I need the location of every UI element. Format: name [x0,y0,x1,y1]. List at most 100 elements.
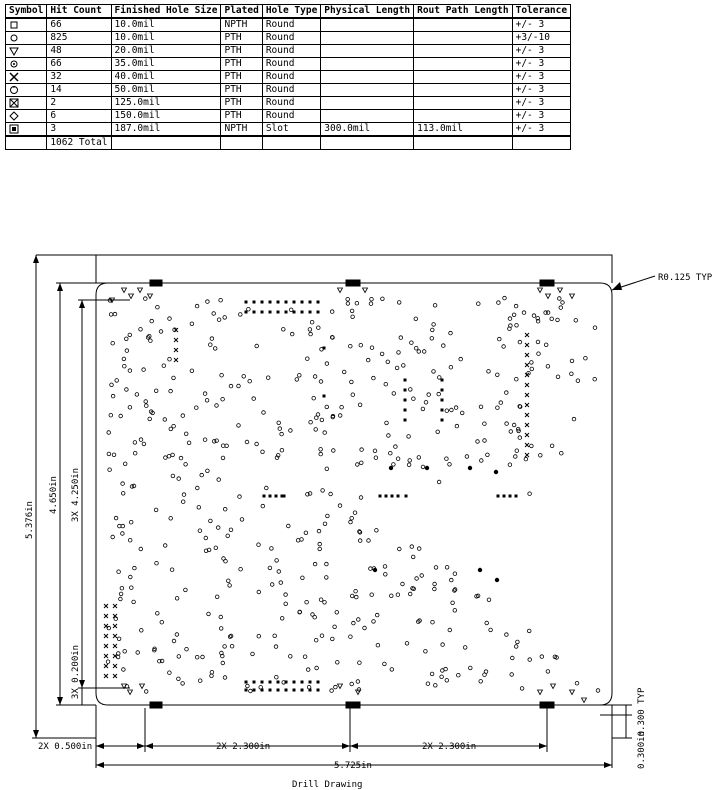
drill-hole-circle [508,323,513,328]
drill-hole-x [524,412,530,418]
drill-hole-square [276,300,280,304]
drill-hole-circle [583,356,588,361]
drill-hole-circle [131,599,136,605]
drill-hole-circle [204,398,210,403]
drill-hole-circle [371,375,376,381]
drill-hole-circle [437,375,442,380]
drill-hole-circle [348,634,353,639]
drill-hole-circle [464,454,470,459]
drill-hole-circle [219,373,224,378]
drill-hole-circle [478,679,483,684]
drill-hole-circle [389,593,394,598]
drill-hole-circle [458,356,463,362]
header-hole-type: Hole Type [261,4,322,19]
drill-hole-circle [300,575,305,580]
drill-hole-circle [495,372,500,377]
drill-hole-circle [485,452,490,457]
drill-hole-circle [436,479,442,485]
drill-hole-circle [478,404,484,409]
drill-hole-circle [416,455,421,460]
drill-hole-circle [239,517,245,522]
drill-hole-square [508,494,512,498]
drill-hole-circle [121,356,127,362]
drill-hole-circle [267,565,273,571]
drill-hole-circle [304,600,309,605]
drill-hole-circle [356,687,362,692]
drill-hole-circle [441,343,446,348]
drill-hole-circle [106,625,111,631]
drill-hole-square [252,688,256,692]
drill-hole-circle [180,681,185,686]
drill-hole-square [440,408,444,412]
drill-hole-circle [571,416,577,422]
drill-hole-circle [375,612,380,618]
drill-hole-circle [181,492,187,497]
drill-hole-square [252,310,256,314]
drill-hole-square [316,310,320,314]
drill-hole-circle [141,441,147,447]
drill-hole-x [112,663,118,669]
drill-hole-circle [338,413,343,418]
drill-hole-circle [120,491,126,496]
drill-hole-circle [316,528,322,534]
drill-hole-circle [318,379,324,384]
drill-hole-circle [393,444,398,449]
slot-bottom-mid [345,701,361,709]
drill-hole-circle [120,531,125,536]
drill-hole-x [524,372,530,378]
drill-hole-circle [342,369,347,375]
drill-hole-square [284,310,288,314]
drill-hole-circle [194,303,200,309]
drill-hole-x [112,613,118,619]
drill-hole-circle [183,587,188,593]
drill-hole-circle [407,458,412,463]
drill-hole-square [284,300,288,304]
drill-hole-circle [110,341,115,346]
drill-hole-circle [307,327,313,332]
drill-hole-circle [314,415,319,420]
drill-hole-circle [214,438,219,443]
drill-hole-circle [127,538,133,543]
drill-hole-circle [349,516,354,521]
drill-hole-circle [246,307,251,312]
drill-hole-square [244,300,248,304]
drill-hole-x [103,653,109,659]
drill-hole-circle [281,327,286,332]
drill-hole-circle [129,484,135,489]
drill-hole-circle [254,441,259,447]
drill-hole-circle [513,454,518,459]
drill-hole-circle [214,594,220,599]
drill-hole-circle [549,316,554,321]
drill-hole-circle [294,377,299,382]
drill-hole-x [112,603,118,609]
drill-hole-circle [205,299,210,304]
drill-hole-circle [274,675,279,680]
drill-hole-large [388,465,394,471]
drill-hole-circle [397,300,402,305]
slot-top-mid [345,279,361,287]
drill-hole-circle [330,335,335,340]
drill-hole-circle [161,363,166,368]
drill-hole-circle [132,451,138,456]
drill-hole-square [496,494,500,498]
drill-hole-circle [254,343,259,349]
label-pitch-1: 2X 2.300in [216,742,270,752]
drill-hole-circle [194,405,199,410]
drill-hole-square [268,680,272,684]
drill-hole-triangle [568,293,576,300]
drill-hole-circle [324,575,329,580]
drill-hole-circle [124,336,129,341]
drill-hole-circle [113,515,119,521]
drill-hole-circle [299,537,304,542]
drill-hole-circle [114,378,119,383]
drill-hole-square [322,346,326,350]
drill-hole-circle [305,356,310,361]
drill-hole-circle [154,561,159,566]
drill-hole-circle [409,340,414,345]
drill-hole-circle [426,392,431,397]
